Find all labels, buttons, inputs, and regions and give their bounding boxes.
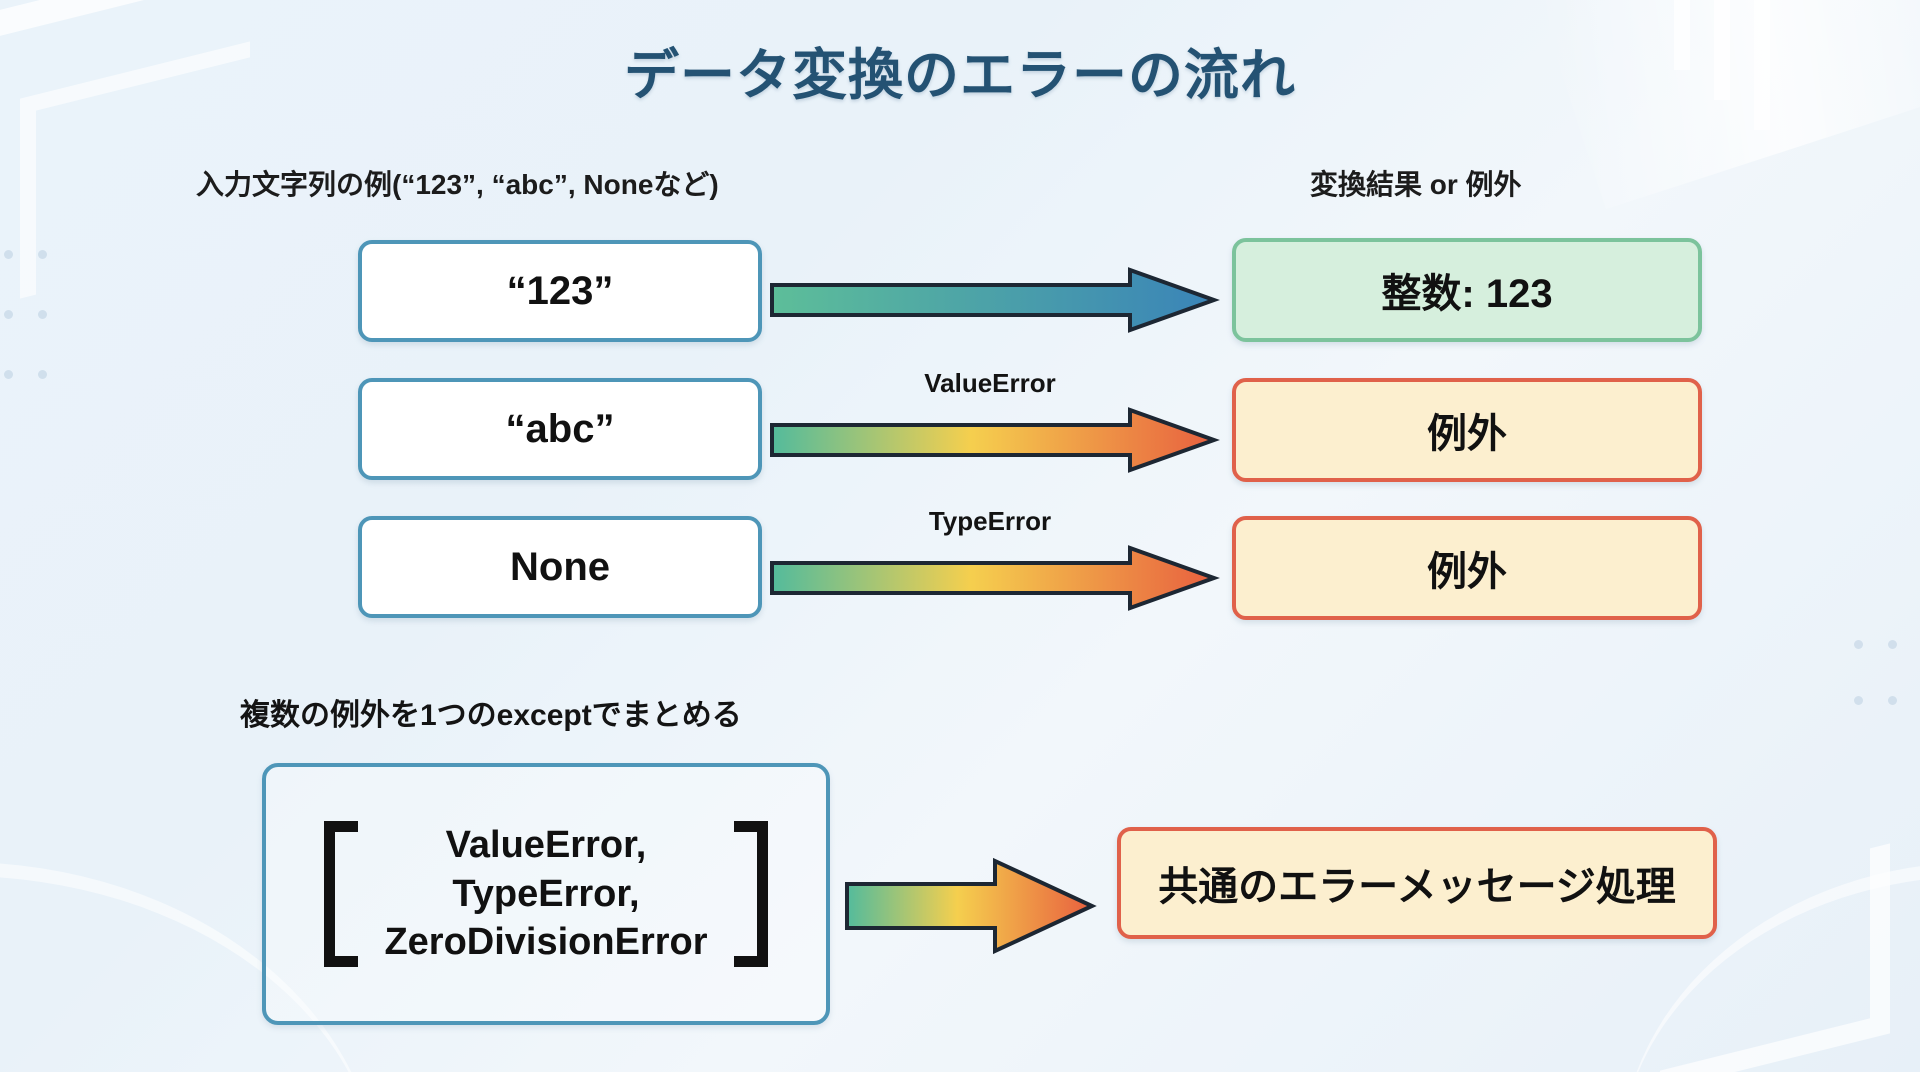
result-box-exception-1: 例外 [1232,378,1702,482]
arrow-none-to-exception [770,545,1220,611]
exception-item-zerodivisionerror: ZeroDivisionError [384,921,708,964]
arrow-label-valueerror: ValueError [924,368,1056,398]
bracket-open-icon [324,821,359,967]
arrow-label-typeerror: TypeError [928,506,1052,536]
input-column-heading: 入力文字列の例(“123”, “abc”, Noneなど) [196,169,719,200]
result-box-exception-2: 例外 [1232,516,1702,620]
result-box-common-handler: 共通のエラーメッセージ処理 [1117,827,1717,939]
decor-dots-right [1850,640,1910,780]
exception-tuple-box: ValueError, TypeError, ZeroDivisionError [262,763,830,1025]
arrow-abc-to-exception [770,407,1220,473]
input-box-abc: “abc” [358,378,762,480]
exception-item-valueerror: ValueError, [445,824,647,867]
page-title: データ変換のエラーの流れ [623,44,1296,106]
exception-item-typeerror: TypeError, [452,872,640,915]
input-box-123: “123” [358,240,762,342]
arrow-group-to-handler [845,857,1097,955]
decor-dots-left [0,250,60,450]
output-column-heading: 変換結果 or 例外 [1310,169,1522,200]
exception-list: ValueError, TypeError, ZeroDivisionError [384,821,707,967]
input-box-none: None [358,516,762,618]
result-box-integer: 整数: 123 [1232,238,1702,342]
arrow-123-to-integer [770,267,1220,333]
group-section-heading: 複数の例外を1つのexceptでまとめる [240,699,742,732]
bracket-close-icon [733,821,768,967]
